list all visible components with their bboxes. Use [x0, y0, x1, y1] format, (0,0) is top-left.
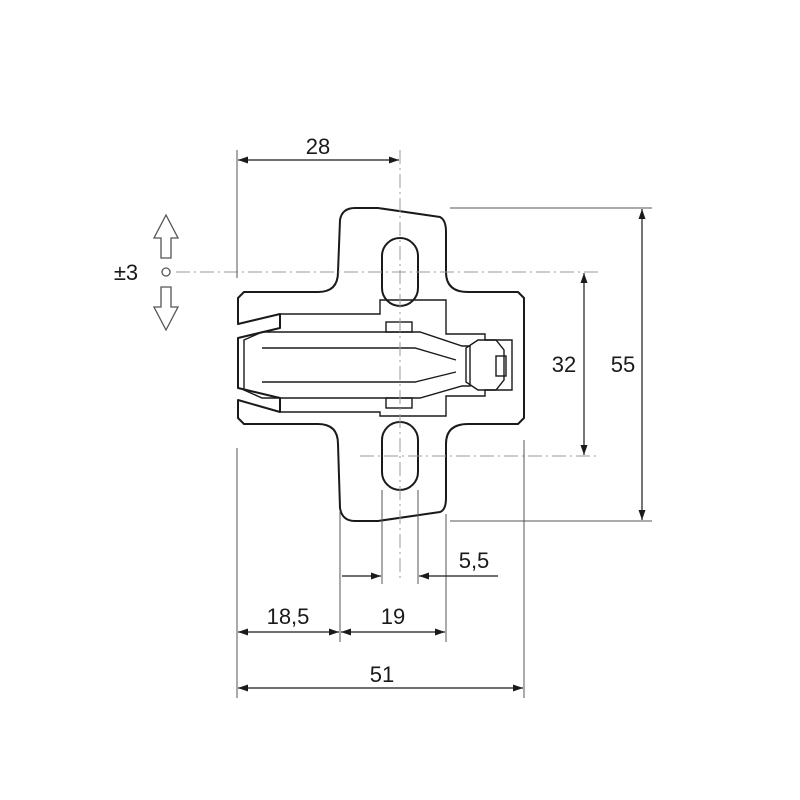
adjust-down-arrow-icon — [152, 286, 180, 332]
mounting-plate — [237, 207, 525, 522]
adjust-up-arrow-icon — [152, 213, 180, 259]
adjustment-symbol: ±3 — [114, 213, 180, 332]
cam-taper — [262, 347, 457, 383]
dimension-slot-offset: 5,5 — [342, 548, 498, 580]
adjust-screw — [465, 339, 505, 391]
dim-label-18-5: 18,5 — [267, 604, 310, 629]
dim-label-51: 51 — [370, 662, 394, 687]
centerlines — [176, 150, 598, 580]
dim-label-32: 32 — [552, 352, 576, 377]
screw-tip — [495, 355, 507, 377]
adjust-center-dot — [161, 267, 171, 277]
dim-label-28: 28 — [306, 134, 330, 159]
dimension-top-width: 28 — [238, 134, 399, 164]
dim-label-5-5: 5,5 — [459, 548, 490, 573]
dimension-overall-width: 51 — [238, 662, 523, 692]
dimension-left-offset: 18,5 — [238, 604, 339, 636]
dimension-overall-height: 55 — [611, 209, 646, 520]
dimension-plate-width: 19 — [341, 604, 445, 636]
dim-label-adjustment: ±3 — [114, 260, 138, 285]
dim-label-55: 55 — [611, 352, 635, 377]
cam-body — [243, 331, 471, 399]
upper-tab — [385, 321, 413, 333]
plate-outline — [237, 207, 525, 522]
extension-lines — [236, 150, 652, 698]
lower-tab — [385, 397, 413, 409]
dim-label-19: 19 — [381, 604, 405, 629]
dimension-hole-spacing: 32 — [552, 273, 588, 455]
